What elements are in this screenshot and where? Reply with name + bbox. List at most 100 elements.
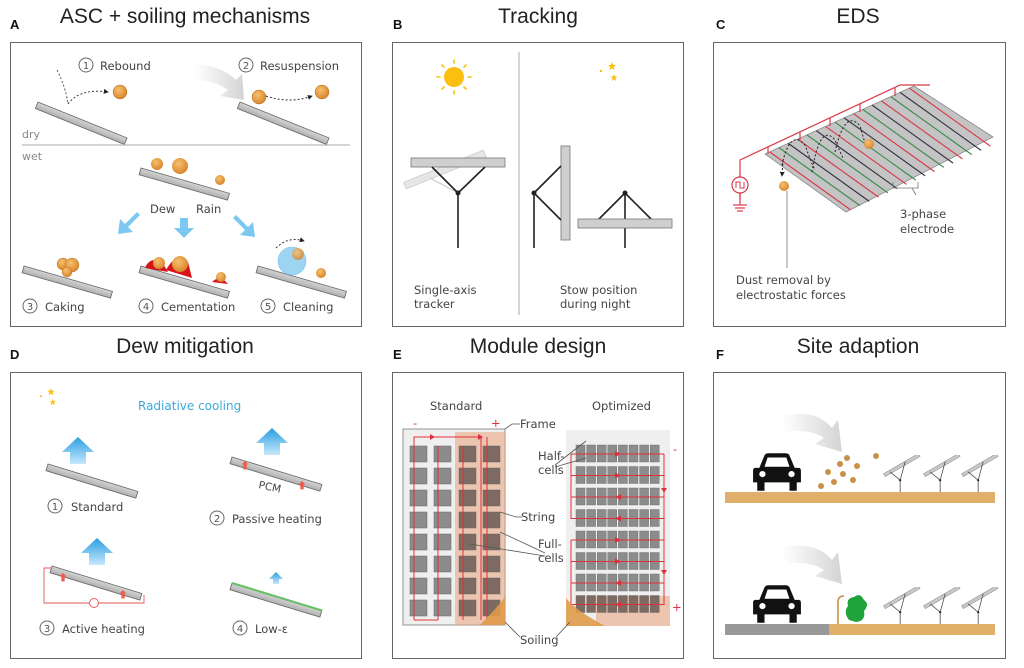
svg-text:Passive heating: Passive heating <box>232 512 322 526</box>
dust-removal-label-line2: electrostatic forces <box>736 288 846 302</box>
electrode-line <box>909 87 991 147</box>
moon-stars-icon <box>30 386 56 408</box>
car-icon <box>753 585 801 623</box>
optimized-plus-terminal: + <box>672 600 682 614</box>
arrow-down-right-icon <box>233 215 255 237</box>
dust-particle <box>864 139 874 149</box>
tracker-caption-line1: Single-axis <box>414 283 477 297</box>
wet-initial-illustration <box>138 158 230 201</box>
current-arrow-icon <box>615 494 621 500</box>
particle <box>112 84 128 100</box>
svg-text:2: 2 <box>214 514 220 525</box>
svg-text:Low-ε: Low-ε <box>255 622 288 636</box>
panel-d-frame <box>10 372 362 659</box>
current-arrow-icon <box>615 472 621 479</box>
small-cooling-arrow-icon <box>269 572 283 584</box>
full-cell <box>458 533 477 551</box>
current-arrow-icon <box>615 558 621 565</box>
full-cell <box>482 489 501 507</box>
callout-lines <box>469 423 587 638</box>
full-cell <box>458 467 477 485</box>
dust-removal-label-line1: Dust removal by <box>736 273 831 287</box>
sun-icon <box>436 59 472 95</box>
pcm-label: PCM <box>257 479 282 495</box>
svg-text:4: 4 <box>143 302 149 313</box>
electrode-line <box>787 142 870 202</box>
mechanism-3-label: 3 Caking <box>22 298 85 314</box>
electrode-line <box>815 130 898 190</box>
full-cell <box>433 467 452 485</box>
stow-caption-line1: Stow position <box>560 283 637 297</box>
svg-text:3: 3 <box>44 624 50 635</box>
string-callout: String <box>521 510 555 524</box>
current-arrow-icon <box>615 537 621 543</box>
full-cell <box>482 577 501 595</box>
tracker-icon <box>883 455 921 497</box>
svg-text:1: 1 <box>52 502 58 513</box>
panel-d-letter: D <box>10 347 20 362</box>
panel-b-letter: B <box>393 17 403 32</box>
sandy-ground <box>725 492 995 503</box>
panel-e-diagram: Standard Optimized - + - + Frame Half- c… <box>402 399 682 647</box>
low-e-module <box>229 582 323 618</box>
string-wire <box>413 436 482 620</box>
bypass-diode-icon <box>661 488 667 493</box>
svg-text:4: 4 <box>237 624 243 635</box>
panel-d-title: Dew mitigation <box>116 335 254 358</box>
transition-arrow-icon <box>195 64 244 100</box>
svg-text:Cleaning: Cleaning <box>283 300 333 314</box>
panel-f-letter: F <box>716 347 724 362</box>
mechanism-4-label: 4 Cementation <box>138 298 235 314</box>
panel-c-letter: C <box>716 17 726 32</box>
electrode-label-line2: electrode <box>900 222 954 236</box>
panel-c-title: EDS <box>836 5 880 28</box>
electrode-line <box>881 100 963 160</box>
wet-label: wet <box>22 150 43 163</box>
panel-a-title: ASC + soiling mechanisms <box>59 5 311 28</box>
current-arrow-icon <box>615 580 621 586</box>
electrode-line <box>899 91 982 151</box>
minus-terminal: - <box>413 416 417 430</box>
full-cell <box>409 489 428 507</box>
electrode-line <box>797 138 879 198</box>
full-cell <box>433 599 452 617</box>
electrode-lines <box>769 87 991 211</box>
full-cell <box>482 511 501 529</box>
electrode-line <box>871 104 954 164</box>
bypass-diode-icon <box>661 570 667 575</box>
panel-d-diagram: Radiative cooling 1 Standard PCM 2 Passi… <box>30 386 323 636</box>
panel-c-diagram: 3-phase electrode Dust removal by electr… <box>731 84 994 302</box>
cooling-arrow-icon <box>256 428 288 455</box>
panel-c-frame <box>713 42 1006 327</box>
electrode-bracket <box>892 182 919 189</box>
panel-a-diagram: 1 Rebound 2 Resuspension dry wet Dew Rai… <box>21 57 350 314</box>
electrode-label-line1: 3-phase <box>900 207 946 221</box>
cooling-arrow-icon <box>62 437 94 464</box>
method-1-label: 1 Standard <box>47 498 123 514</box>
tracker-icon <box>961 455 999 497</box>
stow-flat-illustration <box>577 190 673 248</box>
tracker-icon <box>961 587 999 629</box>
svg-text:Rebound: Rebound <box>100 59 151 73</box>
moon-stars-icon <box>588 60 618 84</box>
full-cell <box>482 555 501 573</box>
electrode-line <box>834 121 917 181</box>
sandy-ground <box>829 624 995 635</box>
svg-text:Caking: Caking <box>45 300 85 314</box>
optimized-strings <box>570 451 667 608</box>
bypass-diode-icon <box>430 434 435 440</box>
full-cell <box>409 555 428 573</box>
panel-f-title: Site adaption <box>796 335 920 358</box>
radiative-cooling-label: Radiative cooling <box>138 399 241 413</box>
panel-f-diagram <box>725 413 999 635</box>
standard-strings <box>413 434 488 621</box>
method-4-label: 4 Low-ε <box>232 620 288 636</box>
standard-module <box>45 463 139 499</box>
dust-hop-paths <box>779 120 867 177</box>
frame-callout: Frame <box>520 417 556 431</box>
rain-label: Rain <box>196 202 221 216</box>
electrode-line <box>843 117 926 177</box>
resuspension-illustration <box>236 84 330 145</box>
soiling-standard <box>455 597 505 625</box>
half-cells-callout-line2: cells <box>538 463 564 477</box>
